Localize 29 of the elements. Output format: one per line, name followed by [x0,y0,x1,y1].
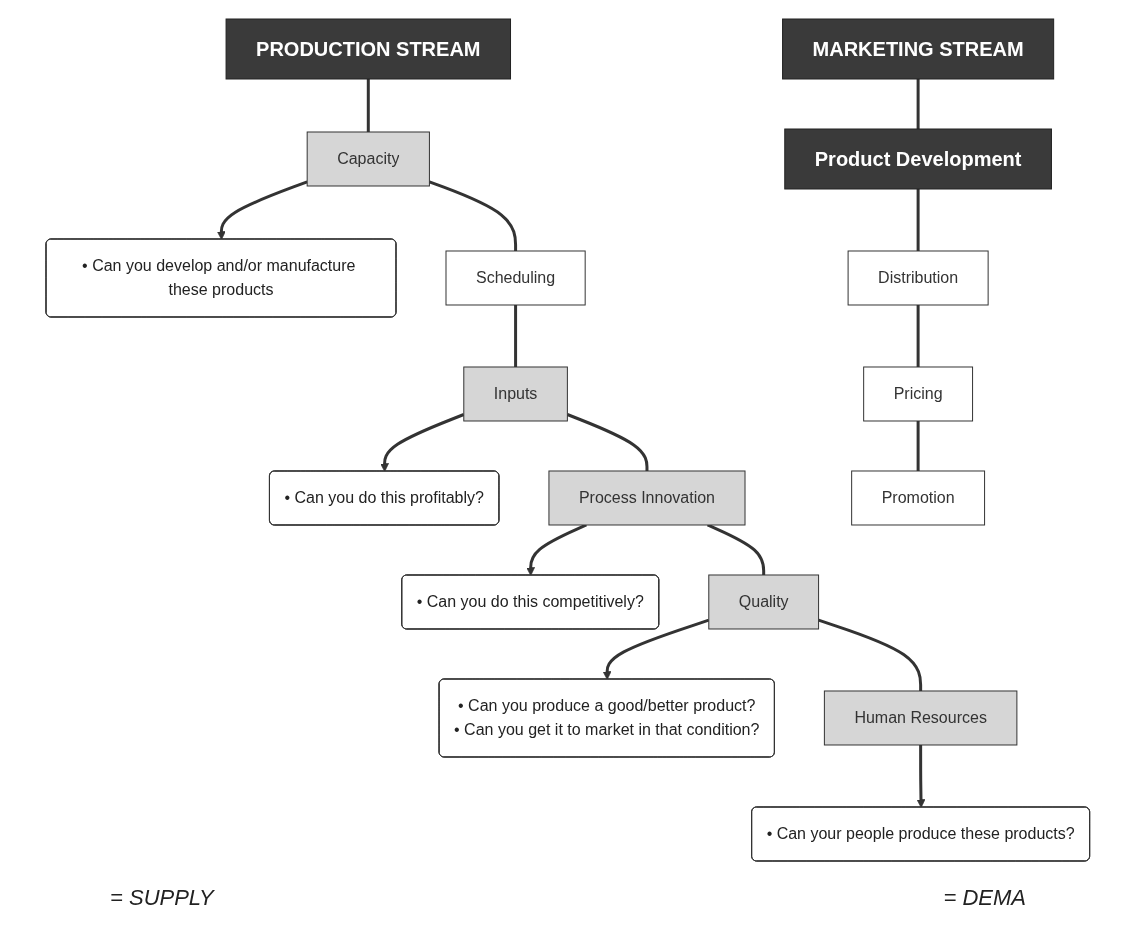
node-box: Human Resources [824,690,1018,746]
node-box: PRODUCTION STREAM [225,18,512,80]
connector [366,79,370,132]
node-box: Distribution [847,250,989,306]
note-label: = DEMA [943,885,1026,911]
connector [916,189,920,251]
connector [916,79,920,129]
node-box: Product Development [784,128,1053,190]
arrow [217,180,308,240]
node-box: Inputs [463,366,569,422]
node-box: Pricing [863,366,974,422]
arrow [526,523,588,576]
arrow [602,618,710,680]
connector [916,421,920,471]
connector [567,413,649,471]
connector [818,618,923,691]
connector [429,180,518,251]
note-label: = SUPPLY [110,885,214,911]
arrow [916,745,926,808]
node-box: Capacity [306,131,431,187]
node-box: Scheduling [445,250,586,306]
node-box: Promotion [851,470,986,526]
node-box: Quality [708,574,820,630]
arrow [380,413,465,472]
node-box: Process Innovation [548,470,746,526]
connector [514,305,518,367]
node-box: MARKETING STREAM [782,18,1055,80]
connector [707,523,766,575]
connector [916,305,920,367]
